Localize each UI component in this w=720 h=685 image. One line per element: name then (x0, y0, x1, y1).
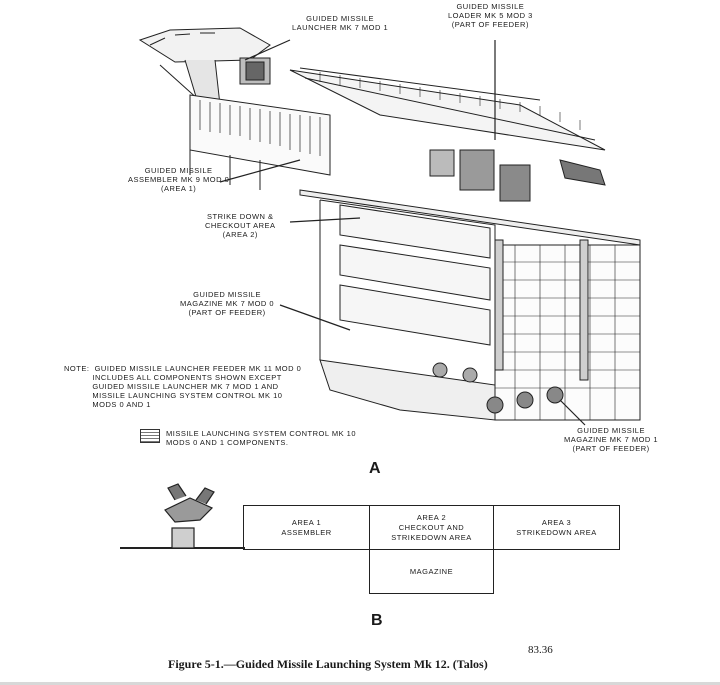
magazine-drawing (319, 239, 641, 421)
figure-b-illustration (120, 483, 245, 549)
figure-caption: Figure 5-1.—Guided Missile Launching Sys… (168, 657, 488, 671)
leader-lines (219, 39, 586, 426)
label-strikedown: STRIKE DOWN & CHECKOUT AREA (AREA 2) (205, 212, 276, 239)
loader-rail-drawing (289, 67, 606, 202)
box-area1: AREA 1 ASSEMBLER (243, 505, 370, 550)
launcher-drawing (138, 27, 271, 111)
label-magazine-mod0: GUIDED MISSILE MAGAZINE MK 7 MOD 0 (PART… (180, 290, 275, 317)
legend-text: MISSILE LAUNCHING SYSTEM CONTROL MK 10 M… (166, 429, 357, 447)
figure-b-letter: B (371, 612, 383, 629)
box-magazine: MAGAZINE (369, 549, 494, 594)
label-launcher: GUIDED MISSILE LAUNCHER MK 7 MOD 1 (292, 14, 389, 32)
assembler-drawing (189, 94, 331, 190)
note-text: NOTE: GUIDED MISSILE LAUNCHER FEEDER MK … (64, 364, 302, 409)
box-area2: AREA 2 CHECKOUT AND STRIKEDOWN AREA (369, 505, 494, 550)
box-area3: AREA 3 STRIKEDOWN AREA (493, 505, 620, 550)
figure-a-letter: A (369, 460, 381, 477)
bottom-border (0, 682, 720, 685)
reference-number: 83.36 (528, 644, 553, 656)
label-loader: GUIDED MISSILE LOADER MK 5 MOD 3 (PART O… (448, 2, 533, 29)
label-magazine-mod1: GUIDED MISSILE MAGAZINE MK 7 MOD 1 (PART… (564, 426, 659, 453)
strikedown-drawing (299, 189, 641, 360)
legend-swatch (140, 429, 160, 443)
label-assembler: GUIDED MISSILE ASSEMBLER MK 9 MOD 0 (ARE… (128, 166, 230, 193)
